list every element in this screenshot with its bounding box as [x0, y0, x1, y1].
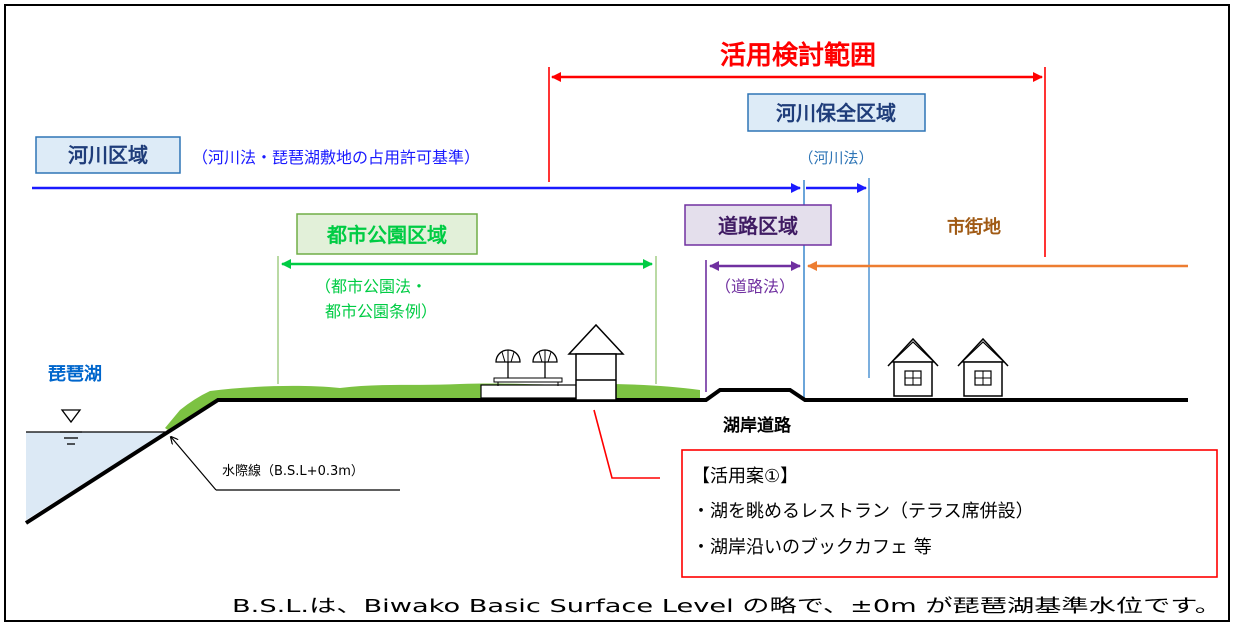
river-zone-law: （河川法・琵琶湖敷地の占用許可基準）: [192, 148, 480, 167]
umbrella-icon: [532, 349, 558, 378]
outer-frame: [4, 4, 1230, 622]
road-zone-box: [684, 204, 832, 246]
proposal-item-1: ・湖を眺めるレストラン（テラス席併設）: [692, 501, 1034, 522]
road-zone-law: （道路法）: [715, 277, 795, 296]
water-level-icon: [60, 409, 82, 445]
waterline-label: 水際線（B.S.L+0.3m）: [222, 463, 364, 479]
proposal-box: [681, 449, 1218, 578]
terrain-line: [24, 388, 1188, 525]
river-conservation-zone-label: 河川保全区域: [776, 101, 896, 125]
city-park-zone-law-1: （都市公園法・: [315, 277, 427, 296]
city-park-zone-label: 都市公園区域: [326, 223, 447, 247]
terrace-icon: [480, 377, 580, 399]
footnote: B.S.L.は、Biwako Basic Surface Level の略で、±…: [232, 596, 1222, 617]
lake-label: 琵琶湖: [48, 364, 102, 385]
house-icon: [957, 337, 1009, 397]
urban-area-label: 市街地: [947, 216, 1001, 238]
house-icon: [887, 337, 939, 397]
proposal-title: 【活用案①】: [692, 466, 798, 487]
river-conservation-zone-box: [747, 93, 926, 132]
lakeside-road-label: 湖岸道路: [723, 415, 792, 436]
waterline-arrow: [171, 437, 217, 491]
river-zone-label: 河川区域: [68, 143, 148, 167]
road-zone-label: 道路区域: [718, 214, 798, 238]
gazebo-icon: [567, 323, 625, 401]
river-zone-box: [35, 136, 181, 174]
city-park-zone-box: [296, 213, 478, 255]
umbrella-icon: [495, 349, 521, 378]
proposal-leader-line: [593, 409, 660, 479]
grass-strip: [165, 383, 700, 430]
proposal-item-2: ・湖岸沿いのブックカフェ 等: [692, 536, 932, 558]
river-conservation-zone-law: （河川法）: [798, 149, 873, 167]
city-park-zone-law-2: 都市公園条例）: [325, 302, 437, 321]
scope-label: 活用検討範囲: [720, 40, 876, 71]
